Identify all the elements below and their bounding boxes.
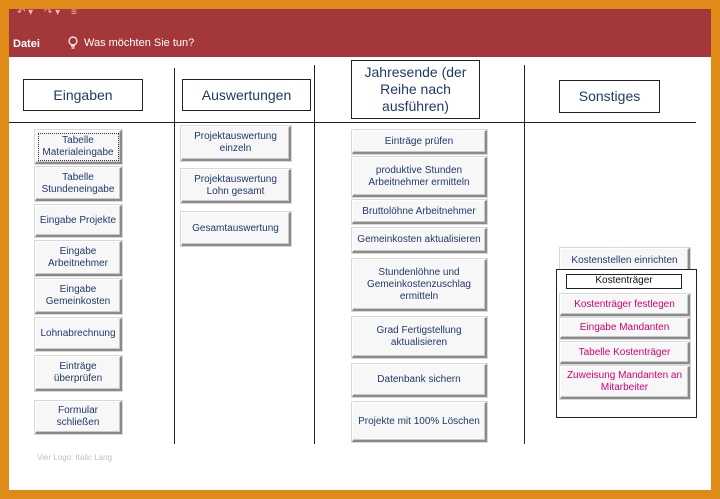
section-header-auswertungen: Auswertungen <box>182 79 311 111</box>
produktive-stunden-button[interactable]: produktive Stunden Arbeitnehmer ermittel… <box>352 157 487 197</box>
app-window: ↶ ▾ ↷ ▾ ≡ Datei Was möchten Sie tun? Ein… <box>9 9 711 490</box>
datenbank-sichern-button[interactable]: Datenbank sichern <box>352 364 487 397</box>
gemeinkosten-aktualisieren-button[interactable]: Gemeinkosten aktualisieren <box>352 228 487 253</box>
column-divider <box>524 65 525 444</box>
zuweisung-mandanten-button[interactable]: Zuweisung Mandanten an Mitarbeiter <box>560 366 690 399</box>
file-menu[interactable]: Datei <box>13 38 40 50</box>
ribbon: ↶ ▾ ↷ ▾ ≡ Datei Was möchten Sie tun? <box>9 9 711 57</box>
tabelle-stundeneingabe-button[interactable]: Tabelle Stundeneingabe <box>35 167 122 201</box>
form-workspace: Eingaben Auswertungen Jahresende (der Re… <box>9 57 711 490</box>
section-header-jahresende: Jahresende (der Reihe nach ausführen) <box>351 60 480 119</box>
column-divider <box>174 68 175 444</box>
eintraege-pruefen-button[interactable]: Einträge prüfen <box>352 130 487 154</box>
grad-fertigstellung-button[interactable]: Grad Fertigstellung aktualisieren <box>352 317 487 358</box>
tabelle-materialeingabe-button[interactable]: Tabelle Materialeingabe <box>35 130 122 164</box>
kostentraeger-title: Kostenträger <box>566 274 682 289</box>
gesamtauswertung-button[interactable]: Gesamtauswertung <box>181 212 291 246</box>
footer-note: Vier Logo: Italic Lang <box>37 453 113 462</box>
quick-access-toolbar: ↶ ▾ ↷ ▾ ≡ <box>17 9 85 19</box>
bruttoloehne-button[interactable]: Bruttolöhne Arbeitnehmer <box>352 200 487 224</box>
lohnabrechnung-button[interactable]: Lohnabrechnung <box>35 318 122 351</box>
projekte-loeschen-button[interactable]: Projekte mit 100% Löschen <box>352 402 487 442</box>
eingabe-gemeinkosten-button[interactable]: Eingabe Gemeinkosten <box>35 279 122 314</box>
redo-icon[interactable]: ↷ ▾ <box>43 9 61 18</box>
lightbulb-icon <box>68 36 78 49</box>
customize-icon[interactable]: ≡ <box>70 9 77 18</box>
tabelle-kostentraeger-button[interactable]: Tabelle Kostenträger <box>560 342 690 364</box>
section-header-sonstiges: Sonstiges <box>559 80 660 113</box>
tell-me-search[interactable]: Was möchten Sie tun? <box>67 36 194 50</box>
undo-icon[interactable]: ↶ ▾ <box>17 9 34 18</box>
column-divider <box>314 65 315 444</box>
tell-me-label: Was möchten Sie tun? <box>84 37 195 49</box>
formular-schliessen-button[interactable]: Formular schließen <box>35 401 122 434</box>
kostentraeger-festlegen-button[interactable]: Kostenträger festlegen <box>560 294 690 316</box>
eintraege-ueberpruefen-button[interactable]: Einträge überprüfen <box>35 356 122 391</box>
eingabe-mandanten-button[interactable]: Eingabe Mandanten <box>560 318 690 339</box>
projektauswertung-lohn-gesamt-button[interactable]: Projektauswertung Lohn gesamt <box>181 169 291 203</box>
projektauswertung-einzeln-button[interactable]: Projektauswertung einzeln <box>181 126 291 161</box>
eingabe-arbeitnehmer-button[interactable]: Eingabe Arbeitnehmer <box>35 241 122 276</box>
section-header-eingaben: Eingaben <box>23 79 143 111</box>
stundenloehne-button[interactable]: Stundenlöhne und Gemeinkostenzuschlag er… <box>352 259 487 311</box>
header-rule <box>9 122 696 123</box>
eingabe-projekte-button[interactable]: Eingabe Projekte <box>35 205 122 237</box>
